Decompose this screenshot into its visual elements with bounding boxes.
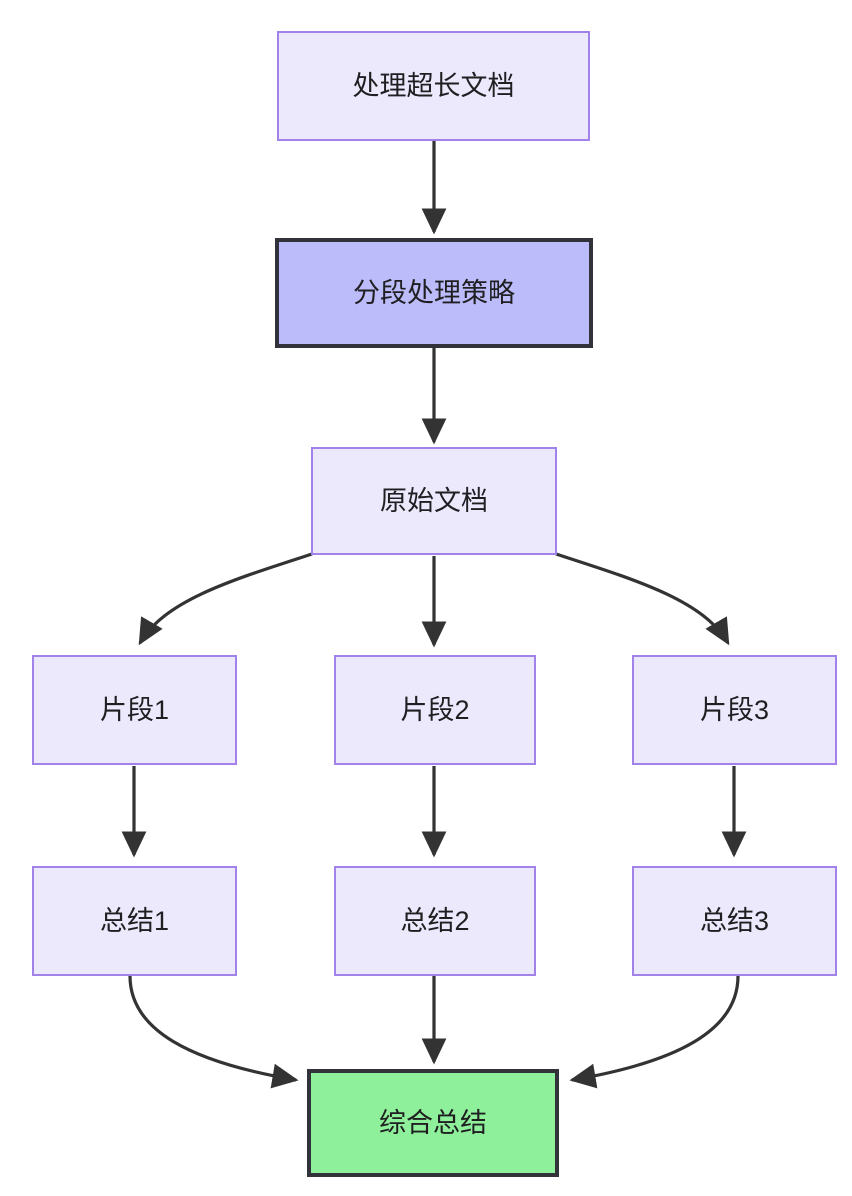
- node-comprehensive-summary[interactable]: 综合总结: [307, 1069, 559, 1177]
- node-label: 片段1: [99, 694, 170, 725]
- edge-n3-n4: [138, 552, 313, 646]
- node-fragment-3[interactable]: 片段3: [632, 655, 837, 765]
- node-label: 分段处理策略: [353, 277, 515, 308]
- node-label: 总结2: [400, 905, 470, 936]
- node-fragment-2[interactable]: 片段2: [334, 655, 536, 765]
- node-label: 原始文档: [380, 485, 488, 516]
- node-label: 片段3: [699, 694, 770, 725]
- edge-n7-n10: [128, 975, 299, 1089]
- node-label: 总结3: [699, 905, 770, 936]
- node-label: 综合总结: [379, 1107, 487, 1138]
- node-summary-3[interactable]: 总结3: [632, 866, 837, 976]
- node-fragment-1[interactable]: 片段1: [32, 655, 237, 765]
- edge-n3-n6: [555, 552, 730, 646]
- node-chunking-strategy[interactable]: 分段处理策略: [275, 238, 593, 348]
- node-label: 处理超长文档: [352, 70, 515, 101]
- node-process-long-document[interactable]: 处理超长文档: [277, 31, 590, 141]
- edge-n9-n10: [569, 975, 740, 1089]
- node-summary-1[interactable]: 总结1: [32, 866, 237, 976]
- node-original-document[interactable]: 原始文档: [311, 447, 557, 555]
- node-summary-2[interactable]: 总结2: [334, 866, 536, 976]
- node-label: 片段2: [400, 694, 470, 725]
- node-label: 总结1: [99, 905, 170, 936]
